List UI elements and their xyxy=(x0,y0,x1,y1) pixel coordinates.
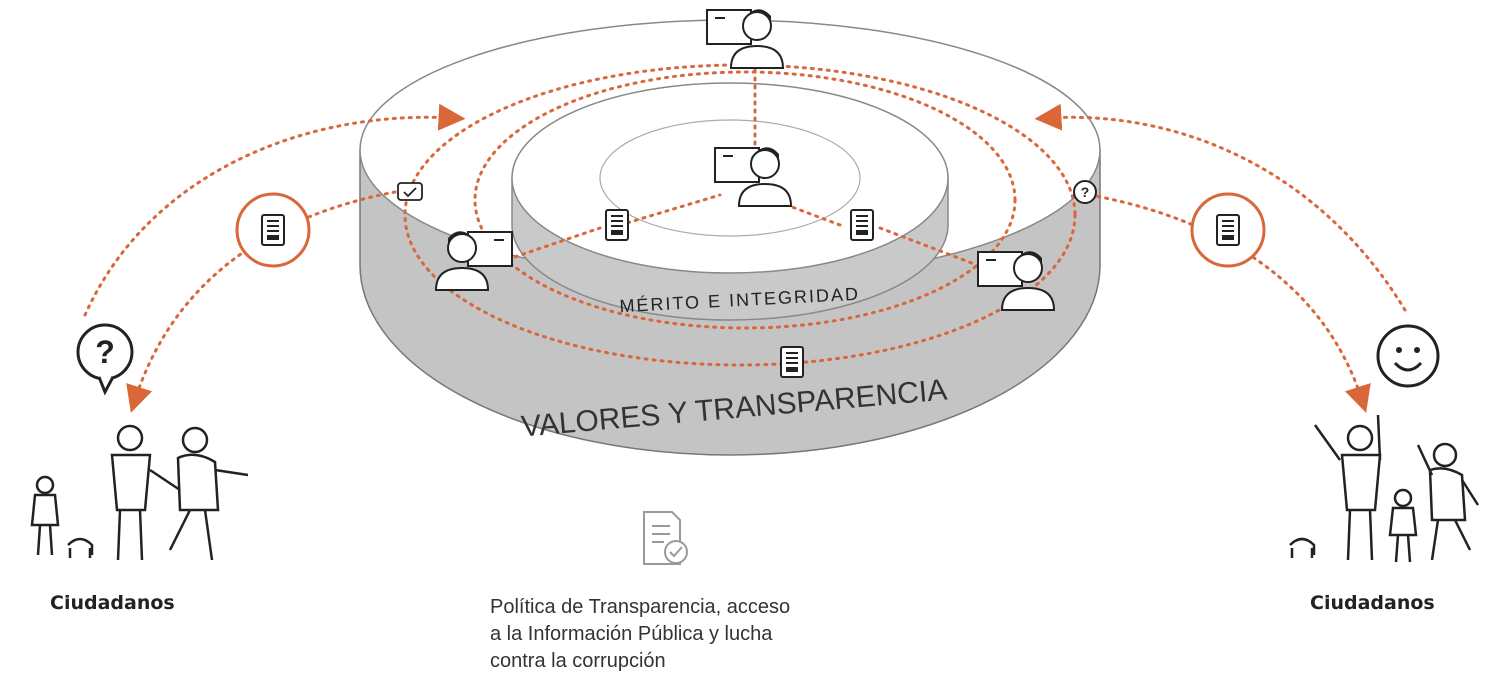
policy-caption-line: Política de Transparencia, acceso xyxy=(490,596,791,618)
policy-caption-line: contra la corrupción xyxy=(490,650,666,672)
policy-caption-line: a la Información Pública y lucha xyxy=(490,623,773,645)
question-bubble-icon: ? xyxy=(76,323,134,396)
family-left-illustration xyxy=(30,424,249,561)
inner-ring xyxy=(511,82,949,321)
document-icon xyxy=(235,192,311,268)
document-icon xyxy=(850,209,874,241)
document-icon xyxy=(1190,192,1266,268)
question-bubble-icon: ? xyxy=(1073,180,1097,204)
document-icon xyxy=(780,346,804,378)
left-citizens-label: Ciudadanos xyxy=(50,592,175,614)
document-icon xyxy=(605,209,629,241)
svg-text:?: ? xyxy=(95,334,115,370)
right-citizens-label: Ciudadanos xyxy=(1310,592,1435,614)
policy-caption: Política de Transparencia, acceso a la I… xyxy=(490,594,870,675)
smiley-icon xyxy=(1376,324,1440,388)
check-bubble-icon xyxy=(397,182,423,201)
family-right-illustration xyxy=(1289,414,1480,563)
svg-text:?: ? xyxy=(1081,184,1090,200)
policy-document-icon xyxy=(643,511,688,565)
